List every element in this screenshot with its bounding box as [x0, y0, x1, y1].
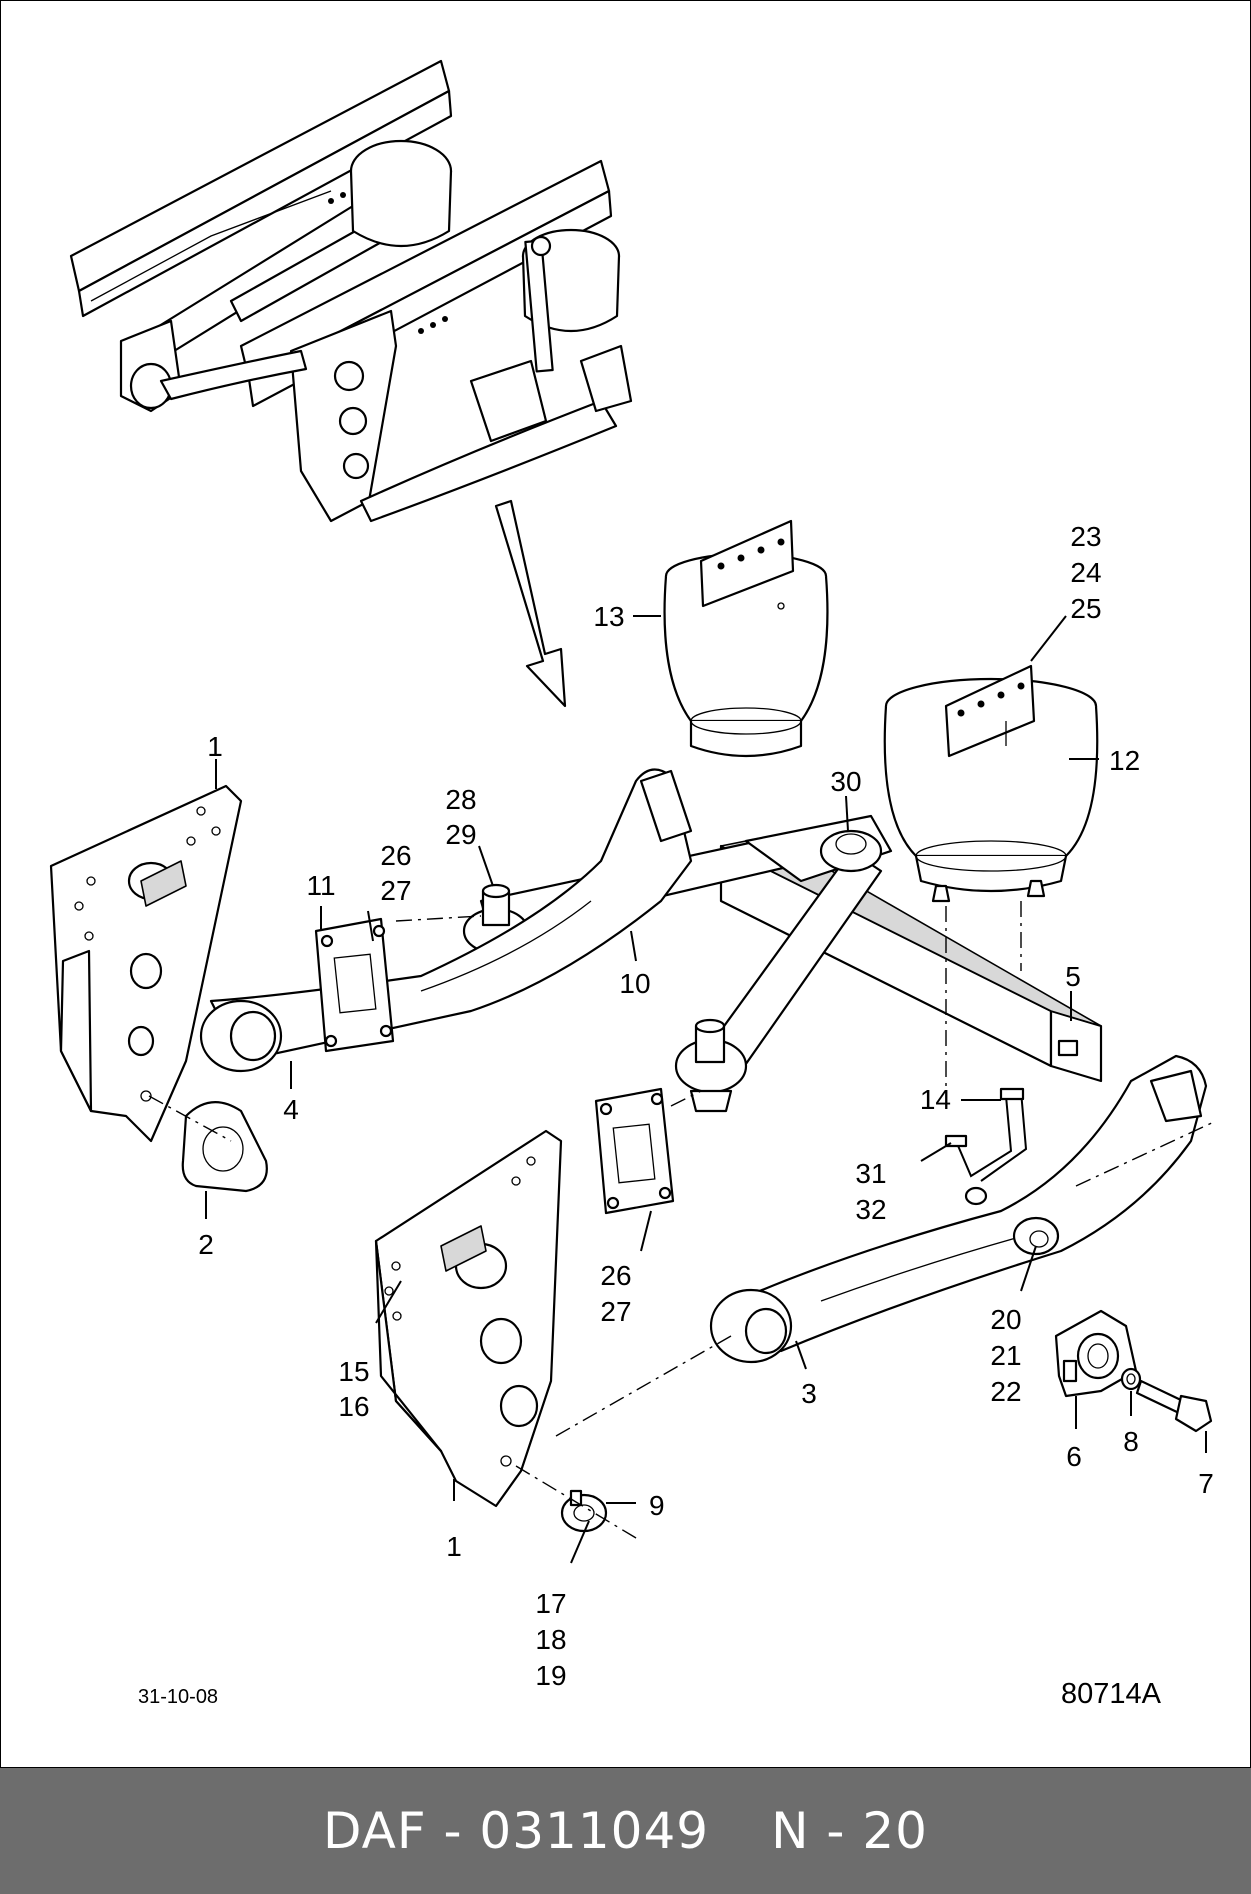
callout-23: 23	[1070, 521, 1101, 552]
callout-13: 13	[593, 601, 624, 632]
flange-6	[1054, 1309, 1138, 1398]
callout-30: 30	[830, 766, 861, 797]
callout-17: 17	[535, 1588, 566, 1619]
callout-26-lower: 26	[600, 1260, 631, 1291]
callout-27-lower: 27	[600, 1296, 631, 1327]
callout-2: 2	[198, 1229, 214, 1260]
part-number: DAF - 0311049	[323, 1802, 710, 1860]
leader-lines	[205, 615, 1207, 1564]
callout-9: 9	[649, 1490, 665, 1521]
callout-labels: 1 2 3 4 5 6 7 8 9 10 11 12 13 14 15 16 1…	[198, 521, 1214, 1691]
callout-3: 3	[801, 1378, 817, 1409]
callout-32: 32	[855, 1194, 886, 1225]
callout-1-lower: 1	[446, 1531, 462, 1562]
bracket-plate-26-27	[594, 1087, 675, 1215]
washer-8	[1120, 1367, 1142, 1391]
drawing-number: 80714A	[1061, 1678, 1162, 1710]
callout-12: 12	[1109, 745, 1140, 776]
callout-11: 11	[306, 870, 335, 901]
callout-29: 29	[445, 819, 476, 850]
callout-8: 8	[1123, 1426, 1139, 1457]
callout-5: 5	[1065, 961, 1081, 992]
air-spring-12	[883, 664, 1099, 903]
drawing-date: 31-10-08	[138, 1686, 218, 1708]
cross-beam-5	[719, 835, 1103, 1083]
callout-10: 10	[619, 968, 650, 999]
callout-16: 16	[338, 1391, 369, 1422]
callout-24: 24	[1070, 557, 1101, 588]
bolt-7	[1135, 1379, 1213, 1433]
callout-15: 15	[338, 1356, 369, 1387]
trailing-arm-3	[709, 1054, 1208, 1364]
callout-27-upper: 27	[380, 875, 411, 906]
trailing-arm-4	[199, 768, 693, 1073]
callout-26-upper: 26	[380, 840, 411, 871]
callout-31: 31	[855, 1158, 886, 1189]
callout-25: 25	[1070, 593, 1101, 624]
callout-14: 14	[920, 1084, 951, 1115]
callout-6: 6	[1066, 1441, 1082, 1472]
callout-1-upper: 1	[207, 731, 223, 762]
page-reference: N - 20	[771, 1802, 928, 1860]
footer-bar: DAF - 0311049 N - 20	[0, 1768, 1251, 1894]
view-arrow	[494, 499, 567, 708]
hanger-bracket-1-lower	[374, 1129, 563, 1508]
callout-19: 19	[535, 1660, 566, 1691]
callout-7: 7	[1198, 1468, 1214, 1499]
bracket-14	[944, 1087, 1028, 1182]
centre-lines	[148, 901, 1217, 1542]
callout-21: 21	[990, 1340, 1021, 1371]
callout-18: 18	[535, 1624, 566, 1655]
bump-stop-2	[181, 1101, 268, 1193]
bush-9	[560, 1489, 608, 1533]
exploded-parts-diagram: 1 2 3 4 5 6 7 8 9 10 11 12 13 14 15 16 1…	[49, 59, 1217, 1710]
callout-20: 20	[990, 1304, 1021, 1335]
air-spring-13	[663, 519, 829, 758]
callout-22: 22	[990, 1376, 1021, 1407]
chassis-overview	[69, 59, 633, 523]
drawing-sheet: 1 2 3 4 5 6 7 8 9 10 11 12 13 14 15 16 1…	[0, 0, 1251, 1768]
bracket-plate-11	[314, 917, 395, 1053]
callout-4: 4	[283, 1094, 299, 1125]
callout-28: 28	[445, 784, 476, 815]
hanger-bracket-1-upper	[49, 784, 243, 1143]
